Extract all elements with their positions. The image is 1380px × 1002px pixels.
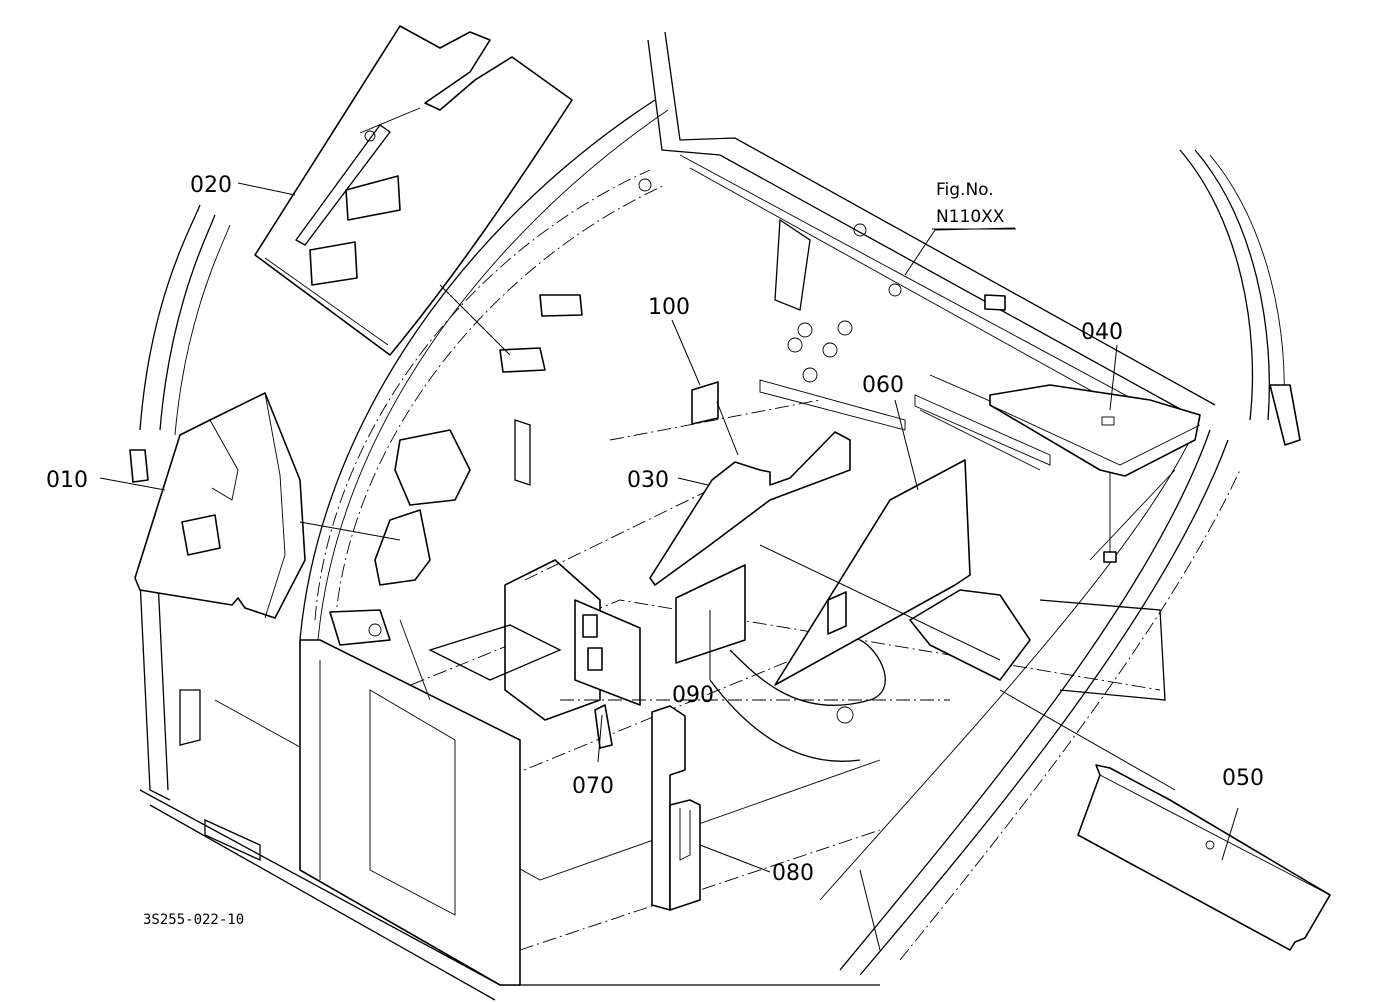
label-030: 030 [627, 468, 669, 493]
label-050: 050 [1222, 766, 1264, 791]
part-010-side-panel [134, 392, 306, 619]
part-050-panel [1077, 764, 1331, 951]
label-060: 060 [862, 373, 904, 398]
label-090: 090 [672, 683, 714, 708]
part-080-cover [651, 705, 701, 911]
label-040: 040 [1081, 320, 1123, 345]
part-100-plate [691, 381, 719, 425]
part-number-labels: 020 010 100 030 040 060 090 070 080 050 [46, 173, 1264, 886]
label-020: 020 [190, 173, 232, 198]
label-080: 080 [772, 861, 814, 886]
label-070: 070 [572, 774, 614, 799]
figure-number-block: Fig.No. N110XX [932, 180, 1016, 230]
fig-number: N110XX [936, 207, 1005, 227]
cab-frame [129, 31, 1301, 1001]
label-100: 100 [648, 295, 690, 320]
part-070-bracket [594, 704, 613, 749]
fig-caption: Fig.No. [936, 180, 994, 200]
part-020-roof-panel [254, 25, 573, 356]
part-060-panel [774, 459, 971, 686]
part-030-panel [649, 431, 851, 586]
label-010: 010 [46, 468, 88, 493]
drawing-code: 3S255-022-10 [143, 912, 244, 928]
part-040-board [989, 384, 1201, 477]
